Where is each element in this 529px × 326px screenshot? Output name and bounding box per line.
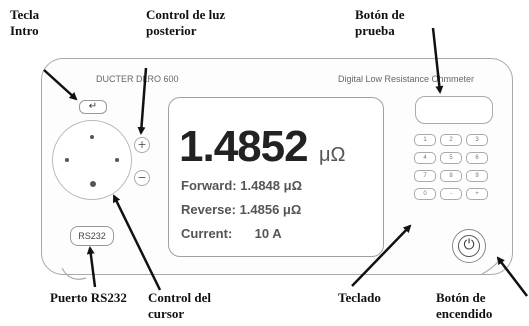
forward-value: 1.4848 μΩ bbox=[240, 178, 302, 193]
callout-keypad: Teclado bbox=[338, 290, 381, 305]
reverse-reading: Reverse: 1.4856 μΩ bbox=[181, 202, 301, 217]
reverse-label: Reverse: bbox=[181, 202, 236, 217]
keypad-key[interactable]: - bbox=[440, 188, 462, 200]
arrow-backlight bbox=[137, 67, 148, 135]
cursor-down-icon[interactable] bbox=[90, 181, 96, 187]
current-reading: Current: 10 A bbox=[181, 226, 282, 241]
callout-backlight-control: Control de luz posterior bbox=[146, 7, 226, 38]
keypad-key[interactable]: + bbox=[466, 188, 488, 200]
reverse-value: 1.4856 μΩ bbox=[239, 202, 302, 217]
keypad-key[interactable]: 4 bbox=[414, 152, 436, 164]
power-button[interactable]: ⏻ bbox=[452, 229, 486, 263]
callout-power-button: Botón de encendido bbox=[436, 290, 493, 321]
main-unit: μΩ bbox=[319, 144, 346, 166]
arrow-keypad bbox=[351, 224, 412, 287]
power-icon: ⏻ bbox=[458, 235, 480, 257]
callout-rs232-port: Puerto RS232 bbox=[50, 290, 127, 305]
forward-reading: Forward: 1.4848 μΩ bbox=[181, 178, 302, 193]
test-button[interactable] bbox=[415, 96, 493, 124]
keypad-key[interactable]: 8 bbox=[440, 170, 462, 182]
callout-test-button: Botón de prueba bbox=[355, 7, 405, 38]
keypad-key[interactable]: 3 bbox=[466, 134, 488, 146]
cursor-up-icon[interactable] bbox=[90, 135, 94, 139]
backlight-up-button[interactable]: + bbox=[134, 137, 150, 153]
current-value: 10 A bbox=[254, 226, 282, 241]
enter-key[interactable]: ↵ bbox=[79, 100, 107, 114]
model-description: Digital Low Resistance Ohmmeter bbox=[338, 74, 475, 84]
lcd-display: 1.4852 μΩ Forward: 1.4848 μΩ Reverse: 1.… bbox=[168, 97, 384, 257]
keypad-key[interactable]: 0 bbox=[414, 188, 436, 200]
keypad-key[interactable]: 7 bbox=[414, 170, 436, 182]
arrow-enter-key bbox=[43, 69, 78, 101]
forward-label: Forward: bbox=[181, 178, 237, 193]
current-label: Current: bbox=[181, 226, 233, 241]
brand-label: DUCTER DLRO 600 bbox=[96, 74, 179, 84]
cursor-control-pad[interactable] bbox=[52, 120, 132, 200]
arrow-test-button bbox=[431, 27, 444, 94]
keypad-key[interactable]: 2 bbox=[440, 134, 462, 146]
callout-cursor-control: Control del cursor bbox=[148, 290, 211, 321]
rs232-port[interactable]: RS232 bbox=[70, 226, 114, 246]
keypad-key[interactable]: 5 bbox=[440, 152, 462, 164]
arrow-power bbox=[496, 256, 528, 297]
panel-cable-left bbox=[61, 267, 87, 280]
arrow-cursor bbox=[112, 194, 162, 291]
backlight-down-button[interactable]: − bbox=[134, 170, 150, 186]
cursor-left-icon[interactable] bbox=[65, 158, 69, 162]
keypad-key[interactable]: 9 bbox=[466, 170, 488, 182]
callout-enter-key: Tecla Intro bbox=[10, 7, 40, 38]
cursor-right-icon[interactable] bbox=[115, 158, 119, 162]
main-reading: 1.4852 bbox=[179, 122, 309, 171]
panel-cable-right bbox=[481, 261, 499, 275]
keypad-key[interactable]: 6 bbox=[466, 152, 488, 164]
keypad-key[interactable]: 1 bbox=[414, 134, 436, 146]
arrow-rs232 bbox=[86, 246, 97, 288]
